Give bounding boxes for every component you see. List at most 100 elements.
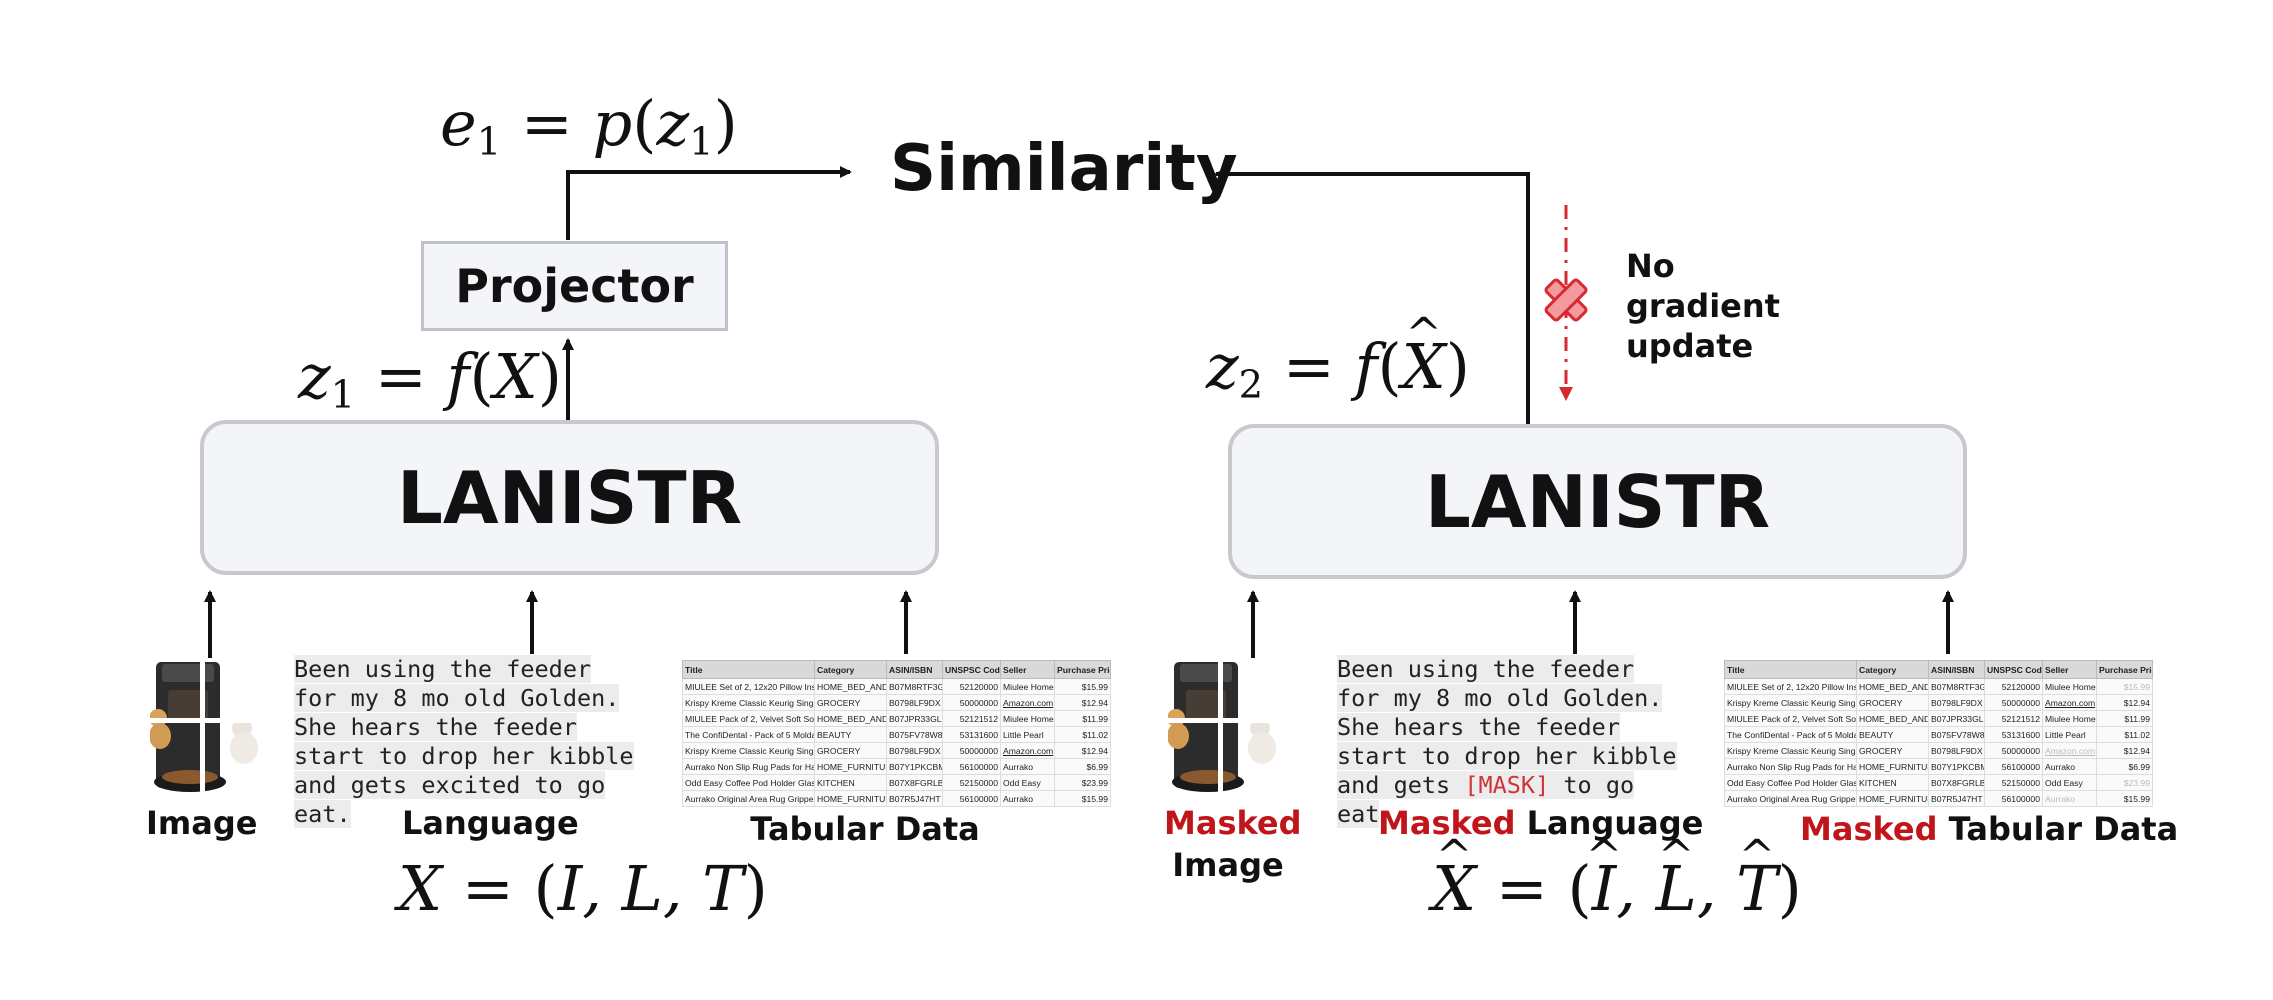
lanistr-label-left: LANISTR bbox=[396, 455, 743, 540]
language-input-left: Been using the feeder for my 8 mo old Go… bbox=[294, 655, 684, 829]
cell: $15.99 bbox=[1054, 678, 1111, 695]
image-word: Image bbox=[1172, 846, 1284, 884]
col-header: ASIN/ISBN bbox=[886, 660, 943, 679]
cell: 50000000 bbox=[1984, 694, 2043, 711]
lanistr-label-right: LANISTR bbox=[1424, 459, 1771, 544]
cell: 52120000 bbox=[1984, 678, 2043, 695]
table-row: The ConfiDental - Pack of 5 Moldable NBE… bbox=[682, 726, 1111, 743]
tabular-data-left: Title Category ASIN/ISBN UNSPSC Code Sel… bbox=[682, 660, 1111, 807]
cell: $11.02 bbox=[1054, 726, 1111, 743]
col-header: ASIN/ISBN bbox=[1928, 660, 1985, 679]
text-line-4: start to drop her kibble bbox=[294, 742, 634, 770]
cell: KITCHEN bbox=[814, 774, 887, 791]
no-gradient-update-label: No gradient update bbox=[1626, 246, 1780, 366]
cell: $11.99 bbox=[1054, 710, 1111, 727]
cell: HOME_BED_AND_B bbox=[1856, 678, 1929, 695]
table-row: Krispy Kreme Classic Keurig Single-SerGR… bbox=[1724, 742, 2153, 759]
col-header: Title bbox=[682, 660, 815, 679]
arrow-encoder-to-similarity bbox=[1214, 168, 1530, 424]
table-row: Aurrako Original Area Rug Gripper PadHOM… bbox=[682, 790, 1111, 807]
cell: 52150000 bbox=[942, 774, 1001, 791]
cell: B07R5J47HT bbox=[1928, 790, 1985, 807]
cell: GROCERY bbox=[814, 694, 887, 711]
table-row: MIULEE Pack of 2, Velvet Soft Solid DeHO… bbox=[682, 710, 1111, 727]
cell: Odd Easy Coffee Pod Holder Glass Top bbox=[1724, 774, 1857, 791]
cell: B0798LF9DX bbox=[1928, 694, 1985, 711]
cell: B07X8FGRLB bbox=[886, 774, 943, 791]
cell: $11.02 bbox=[2096, 726, 2153, 743]
cell: Aurrako Non Slip Rug Pads for Hardwo bbox=[682, 758, 815, 775]
tabular-label-left: Tabular Data bbox=[750, 810, 980, 848]
text-line-3: She hears the feeder bbox=[1337, 713, 1620, 741]
col-header: Title bbox=[1724, 660, 1857, 679]
cell: Amazon.com bbox=[2042, 694, 2097, 711]
masked-tabular-label: Masked Tabular Data bbox=[1800, 808, 2178, 850]
cell: Krispy Kreme Classic Keurig Single-Ser bbox=[1724, 694, 1857, 711]
cell: B0798LF9DX bbox=[1928, 742, 1985, 759]
lanistr-encoder-right: LANISTR bbox=[1228, 424, 1967, 579]
masked-word: Masked bbox=[1164, 804, 1302, 842]
cell: 56100000 bbox=[1984, 790, 2043, 807]
cell: B0798LF9DX bbox=[886, 742, 943, 759]
col-header: UNSPSC Code bbox=[942, 660, 1001, 679]
cell: Aurrako bbox=[1000, 758, 1055, 775]
cell: Krispy Kreme Classic Keurig Single-Ser bbox=[1724, 742, 1857, 759]
cell: Amazon.com bbox=[1000, 742, 1055, 759]
cell: Aurrako Original Area Rug Gripper Pad bbox=[1724, 790, 1857, 807]
image-label-left: Image bbox=[146, 804, 258, 842]
table-row: Krispy Kreme Classic Keurig Single-SerGR… bbox=[682, 694, 1111, 711]
text-line-3: She hears the feeder bbox=[294, 713, 577, 741]
text-line-6: eat bbox=[1337, 800, 1380, 828]
masked-image-label: Masked Image bbox=[1164, 802, 1302, 886]
table-row: Krispy Kreme Classic Keurig Single-SerGR… bbox=[682, 742, 1111, 759]
cell: B07Y1PKCBM bbox=[1928, 758, 1985, 775]
language-label-left: Language bbox=[402, 804, 579, 842]
cell: Krispy Kreme Classic Keurig Single-Ser bbox=[682, 694, 815, 711]
cell: B0798LF9DX bbox=[886, 694, 943, 711]
cell: BEAUTY bbox=[1856, 726, 1929, 743]
cell: Odd Easy bbox=[1000, 774, 1055, 791]
masked-language-label: Masked Language bbox=[1378, 802, 1703, 844]
cell: Amazon.com bbox=[1000, 694, 1055, 711]
cell: HOME_BED_AND_B bbox=[814, 710, 887, 727]
pet-feeder-image-left bbox=[150, 660, 265, 800]
cell: 56100000 bbox=[1984, 758, 2043, 775]
cell: $12.94 bbox=[2096, 694, 2153, 711]
cell: 50000000 bbox=[942, 694, 1001, 711]
cell: BEAUTY bbox=[814, 726, 887, 743]
cell: $12.94 bbox=[1054, 742, 1111, 759]
table-row: Odd Easy Coffee Pod Holder Glass TopKITC… bbox=[682, 774, 1111, 791]
table-row: MIULEE Set of 2, 12x20 Pillow Inserts EH… bbox=[682, 678, 1111, 695]
cell: MIULEE Set of 2, 12x20 Pillow Inserts E bbox=[682, 678, 815, 695]
no-gradient-line1: No bbox=[1626, 247, 1675, 285]
table-row: MIULEE Pack of 2, Velvet Soft Solid DeHO… bbox=[1724, 710, 2153, 727]
masked-cell: $15.99 bbox=[2096, 678, 2153, 695]
cell: The ConfiDental - Pack of 5 Moldable N bbox=[682, 726, 815, 743]
cell: Miulee Home bbox=[2042, 710, 2097, 727]
text-line-1: Been using the feeder bbox=[294, 655, 592, 683]
cell: Krispy Kreme Classic Keurig Single-Ser bbox=[682, 742, 815, 759]
masked-language-input: Been using the feeder for my 8 mo old Go… bbox=[1337, 655, 1727, 829]
cell: Aurrako bbox=[1000, 790, 1055, 807]
col-header: UNSPSC Code bbox=[1984, 660, 2043, 679]
cell: Aurrako bbox=[2042, 758, 2097, 775]
table-row: Aurrako Original Area Rug Gripper PadHOM… bbox=[1724, 790, 2153, 807]
cell: HOME_FURNITURE bbox=[814, 758, 887, 775]
cell: 52121512 bbox=[942, 710, 1001, 727]
tabular-word: Tabular Data bbox=[1948, 810, 2179, 848]
formula-z1: z1 = f(X) bbox=[298, 340, 562, 418]
text-line-6: eat. bbox=[294, 800, 351, 828]
cell: 56100000 bbox=[942, 758, 1001, 775]
masked-cell: Aurrako bbox=[2042, 790, 2097, 807]
cell: $11.99 bbox=[2096, 710, 2153, 727]
similarity-label: Similarity bbox=[890, 132, 1238, 206]
cell: 53131600 bbox=[942, 726, 1001, 743]
cell: 52120000 bbox=[942, 678, 1001, 695]
cell: Miulee Home bbox=[1000, 678, 1055, 695]
masked-tabular-data: Title Category ASIN/ISBN UNSPSC Code Sel… bbox=[1724, 660, 2153, 807]
col-header: Purchase Price bbox=[2096, 660, 2153, 679]
formula-z2: z2 = f(X) bbox=[1206, 335, 1470, 405]
cell: GROCERY bbox=[1856, 694, 1929, 711]
cell: Little Pearl bbox=[2042, 726, 2097, 743]
